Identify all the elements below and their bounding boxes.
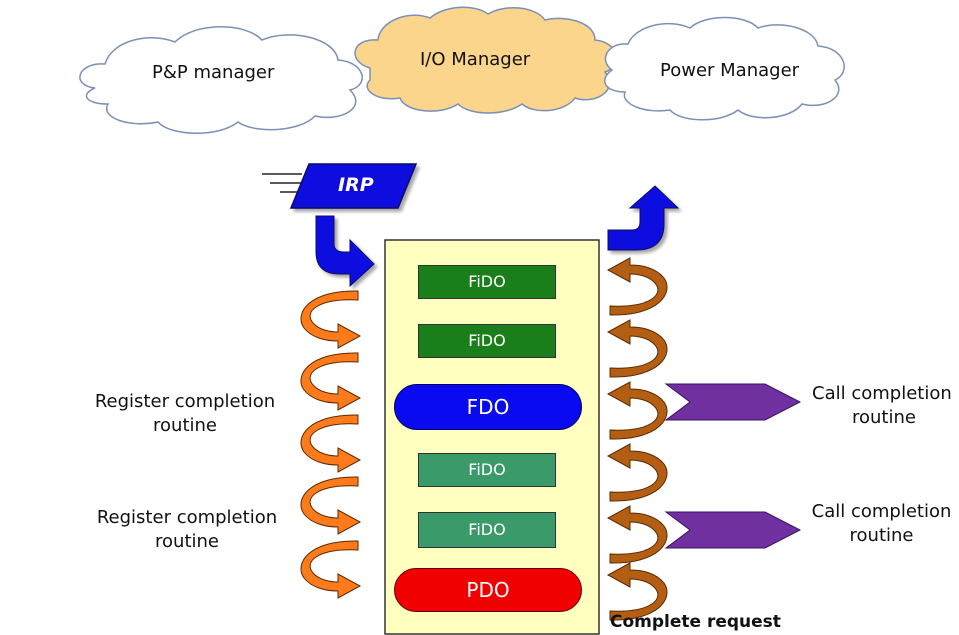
register-swirl-1 bbox=[300, 290, 362, 349]
irp-parallelogram bbox=[289, 163, 418, 209]
register-swirl-4 bbox=[300, 476, 362, 535]
complete-swirl-5 bbox=[606, 505, 668, 564]
pnp-manager-label: P&P manager bbox=[152, 62, 275, 83]
power-manager-cloud bbox=[603, 16, 845, 121]
register-completion-label-2: Register completion routine bbox=[84, 506, 290, 554]
call-completion-arrow-2 bbox=[664, 511, 802, 549]
register-completion-line-1b: routine bbox=[153, 415, 217, 436]
complete-swirl-4 bbox=[606, 443, 668, 502]
complete-swirl-6 bbox=[606, 562, 668, 621]
irp-exit-arrow bbox=[607, 185, 680, 251]
complete-swirl-1 bbox=[606, 257, 668, 316]
call-completion-label-2: Call completion routine bbox=[804, 500, 959, 548]
stack-pdo: PDO bbox=[394, 568, 582, 612]
pnp-manager-cloud bbox=[79, 26, 363, 134]
irp-label: IRP bbox=[338, 174, 374, 196]
call-completion-arrow-1 bbox=[664, 383, 802, 421]
register-completion-line-1a: Register completion bbox=[94, 391, 276, 412]
register-completion-line-2b: routine bbox=[155, 531, 219, 552]
call-completion-line-1a: Call completion bbox=[812, 383, 952, 404]
complete-swirl-2 bbox=[606, 319, 668, 378]
complete-swirl-3 bbox=[606, 381, 668, 440]
register-swirl-5 bbox=[300, 540, 362, 599]
call-completion-label-1: Call completion routine bbox=[812, 382, 959, 430]
stack-fido-1: FiDO bbox=[418, 265, 556, 299]
register-completion-label-1: Register completion routine bbox=[82, 390, 288, 438]
stack-fido-4: FiDO bbox=[418, 512, 556, 548]
stack-fido-2: FiDO bbox=[418, 324, 556, 358]
register-swirl-2 bbox=[300, 352, 362, 411]
complete-request-swirls bbox=[606, 257, 668, 621]
call-completion-line-2b: routine bbox=[849, 525, 914, 546]
stack-fdo: FDO bbox=[394, 384, 582, 430]
register-completion-swirls bbox=[300, 290, 362, 599]
call-completion-line-1b: routine bbox=[852, 407, 916, 428]
power-manager-label: Power Manager bbox=[660, 60, 800, 81]
stack-fido-3: FiDO bbox=[418, 453, 556, 487]
io-manager-label: I/O Manager bbox=[420, 49, 531, 70]
register-completion-line-2a: Register completion bbox=[96, 507, 278, 528]
call-completion-line-2a: Call completion bbox=[811, 501, 952, 522]
irp-enter-arrow bbox=[315, 215, 375, 288]
complete-request-label: Complete request bbox=[610, 612, 781, 632]
register-swirl-3 bbox=[300, 414, 362, 473]
